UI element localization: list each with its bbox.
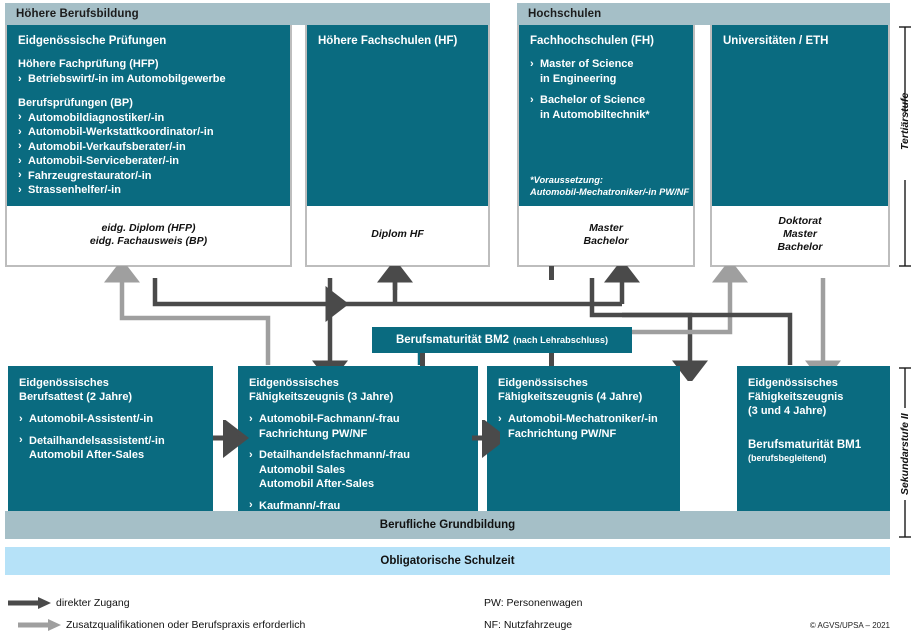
footnote-line: Automobil-Mechatroniker/-in PW/NF	[530, 186, 690, 197]
legend-text: direkter Zugang	[56, 597, 130, 609]
legend-abbrev-nf: NF: Nutzfahrzeuge	[484, 619, 572, 631]
legend-label-zusatzqualifikationen: Zusatzqualifikationen oder Berufspraxis …	[66, 619, 305, 631]
bm1-label-block: Berufsmaturität BM1 (berufsbegleitend)	[748, 438, 879, 464]
secondary-box-eba-2-jahre[interactable]: Eidgenössisches Berufsattest (2 Jahre) A…	[8, 366, 213, 511]
footnote-line: *Voraussetzung:	[530, 175, 604, 185]
copyright-notice: © AGVS/UPSA – 2021	[760, 621, 890, 630]
group-list-fh: Master of Science in Engineering Bachelo…	[530, 57, 682, 122]
axis-label-sekundarstufe-ii: Sekundarstufe II	[893, 408, 917, 500]
list-item: Automobil-Assistent/-in	[19, 412, 202, 427]
certificate-label-master-bachelor: Master Bachelor	[519, 206, 693, 263]
cert-line: Doktorat	[778, 215, 822, 227]
bm2-label: Berufsmaturität BM2	[395, 334, 510, 346]
tertiary-column-hoehere-fachschulen[interactable]: Höhere Fachschulen (HF) Diplom HF	[305, 25, 490, 267]
header-label: Höhere Berufsbildung	[16, 8, 139, 20]
cert-line: Master	[783, 228, 817, 240]
bar-label: Obligatorische Schulzeit	[380, 555, 515, 567]
legend-text: PW: Personenwagen	[484, 597, 583, 609]
box-list: Automobil-Fachmann/-frau Fachrichtung PW…	[249, 412, 467, 513]
list-item: Strassenhelfer/-in	[18, 183, 279, 198]
bar-label: Berufliche Grundbildung	[379, 519, 516, 531]
box-list: Automobil-Mechatroniker/-in Fachrichtung…	[498, 412, 669, 441]
list-item: Automobil-Mechatroniker/-in Fachrichtung…	[498, 412, 669, 441]
list-item: Detailhandelsfachmann/-frau Automobil Sa…	[249, 448, 467, 492]
bm2-suffix: (nach Lehrabschluss)	[513, 335, 609, 345]
bm2-stub-top	[549, 266, 554, 280]
list-item: Automobil-Verkaufsberater/-in	[18, 139, 279, 155]
list-item: Automobildiagnostiker/-in	[18, 110, 279, 126]
list-item: Fahrzeugrestaurator/-in	[18, 168, 279, 184]
box-list: Automobil-Assistent/-in Detailhandelsass…	[19, 412, 202, 463]
list-item: Automobil-Fachmann/-frau Fachrichtung PW…	[249, 412, 467, 441]
list-item: Automobil-Serviceberater/-in	[18, 154, 279, 169]
legend-abbrev-pw: PW: Personenwagen	[484, 597, 582, 609]
header-bar-hochschulen: Hochschulen	[517, 3, 890, 25]
list-item: Automobil-Werkstattkoordinator/-in	[18, 125, 279, 140]
group-heading-hfp: Höhere Fachprüfung (HFP)	[18, 58, 159, 70]
group-list-bp: Automobildiagnostiker/-in Automobil-Werk…	[18, 110, 279, 198]
box-title: Eidgenössisches Fähigkeitszeugnis (3 und…	[748, 377, 844, 417]
bottom-bar-berufliche-grundbildung: Berufliche Grundbildung	[5, 511, 890, 539]
list-item: Kaufmann/-frau	[249, 498, 467, 514]
cert-line: eidg. Diplom (HFP)	[101, 221, 196, 234]
axis-bracket-sekundar	[899, 367, 911, 538]
legend-text: Zusatzqualifikationen oder Berufspraxis …	[66, 619, 306, 631]
cert-line: Bachelor	[583, 234, 629, 247]
cert-line: Bachelor	[777, 241, 823, 253]
axis-label-text: Sekundarstufe II	[899, 413, 911, 495]
list-item: Master of Science in Engineering	[530, 57, 682, 86]
cert-line: Master	[589, 221, 623, 234]
header-bar-hoehere-berufsbildung: Höhere Berufsbildung	[5, 3, 490, 25]
cert-line: Diplom HF	[371, 228, 424, 240]
berufsmaturitaet-bm2-box[interactable]: Berufsmaturität BM2 (nach Lehrabschluss)	[372, 327, 632, 353]
legend-label-direkter-zugang: direkter Zugang	[56, 597, 130, 609]
secondary-box-efz-3-und-4-jahre-bm1[interactable]: Eidgenössisches Fähigkeitszeugnis (3 und…	[737, 366, 890, 511]
list-item: Detailhandelsassistent/-in Automobil Aft…	[19, 433, 202, 463]
group-list-hfp: Betriebswirt/-in im Automobilgewerbe	[18, 72, 279, 87]
secondary-box-efz-4-jahre[interactable]: Eidgenössisches Fähigkeitszeugnis (4 Jah…	[487, 366, 680, 511]
column-title: Eidgenössische Prüfungen	[18, 35, 167, 47]
list-item: Betriebswirt/-in im Automobilgewerbe	[18, 72, 279, 87]
list-item: Bachelor of Science in Automobiltechnik*	[530, 93, 682, 122]
bm1-note: (berufsbegleitend)	[748, 453, 827, 463]
box-title: Eidgenössisches Fähigkeitszeugnis (4 Jah…	[498, 377, 643, 403]
cert-line: eidg. Fachausweis (BP)	[89, 234, 208, 247]
column-title: Fachhochschulen (FH)	[530, 35, 654, 47]
certificate-label-hfp-bp: eidg. Diplom (HFP) eidg. Fachausweis (BP…	[7, 206, 290, 263]
secondary-box-efz-3-jahre[interactable]: Eidgenössisches Fähigkeitszeugnis (3 Jah…	[238, 366, 478, 513]
bm2-stub-bottom-left	[420, 352, 425, 366]
certificate-label-diplom-hf: Diplom HF	[307, 206, 488, 263]
copyright-text: © AGVS/UPSA – 2021	[809, 621, 890, 630]
column-title: Höhere Fachschulen (HF)	[318, 35, 458, 47]
tertiary-column-fachhochschulen[interactable]: Fachhochschulen (FH) Master of Science i…	[517, 25, 695, 267]
box-title: Eidgenössisches Fähigkeitszeugnis (3 Jah…	[249, 377, 394, 403]
legend-arrow-zusatzqualifikationen	[18, 619, 61, 631]
axis-label-tertiaerstufe: Tertiärstufe	[893, 88, 917, 155]
pathway-connectors	[104, 266, 841, 381]
legend-arrow-direkter-zugang	[8, 597, 51, 609]
box-title: Eidgenössisches Berufsattest (2 Jahre)	[19, 377, 133, 403]
bm1-label: Berufsmaturität BM1	[748, 439, 862, 451]
inter-box-arrows	[213, 420, 500, 458]
axis-bracket-tertiaer	[899, 26, 911, 267]
legend-text: NF: Nutzfahrzeuge	[484, 619, 573, 631]
tertiary-column-universitaeten-eth[interactable]: Universitäten / ETH Doktorat Master Bach…	[710, 25, 890, 267]
axis-label-text: Tertiärstufe	[899, 92, 911, 151]
bottom-bar-obligatorische-schulzeit: Obligatorische Schulzeit	[5, 547, 890, 575]
column-title: Universitäten / ETH	[723, 35, 829, 47]
group-heading-bp: Berufsprüfungen (BP)	[18, 96, 133, 109]
certificate-label-doktorat-master-bachelor: Doktorat Master Bachelor	[712, 206, 888, 263]
bm2-stub-bottom-right	[549, 352, 554, 366]
header-label: Hochschulen	[528, 8, 602, 20]
tertiary-column-eidgenoessische-pruefungen[interactable]: Eidgenössische Prüfungen Höhere Fachprüf…	[5, 25, 292, 267]
